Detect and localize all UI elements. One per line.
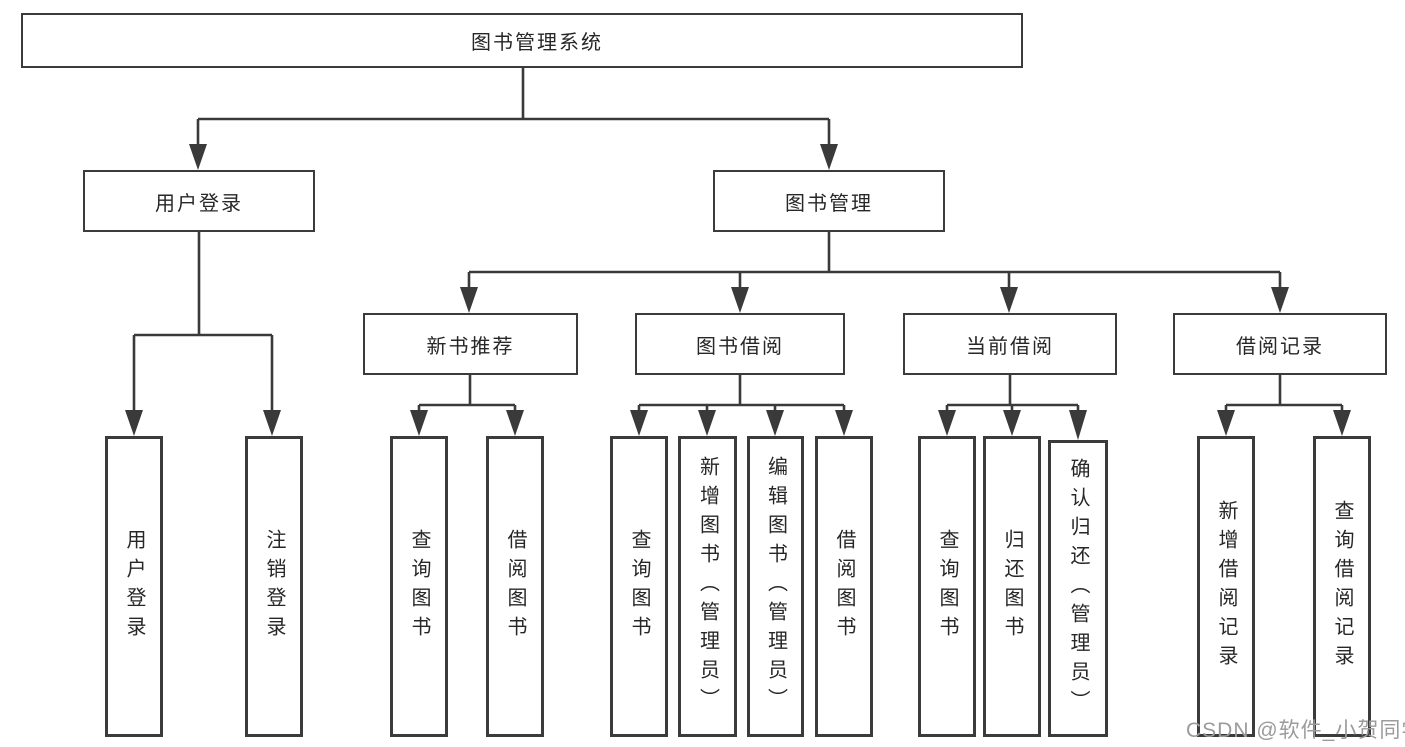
leaf-add-books-admin: 新增图书（管理员） xyxy=(678,436,737,737)
node-user-login: 用户登录 xyxy=(83,170,315,232)
leaf-query-books-recommend: 查询图书 xyxy=(390,436,448,737)
leaf-return-books: 归还图书 xyxy=(983,436,1041,737)
node-library-management-system: 图书管理系统 xyxy=(21,13,1023,68)
watermark-text: CSDN @软件_小贺同学 xyxy=(1186,719,1405,742)
leaf-add-borrow-record: 新增借阅记录 xyxy=(1197,436,1255,737)
leaf-borrow-books-borrowing: 借阅图书 xyxy=(815,436,873,737)
leaf-user-login: 用户登录 xyxy=(105,436,163,737)
leaf-logout-login: 注销登录 xyxy=(245,436,303,737)
leaf-confirm-return-admin: 确认归还（管理员） xyxy=(1048,440,1108,737)
node-borrowing-records: 借阅记录 xyxy=(1173,313,1387,375)
leaf-edit-books-admin: 编辑图书（管理员） xyxy=(747,436,804,737)
leaf-query-books-current: 查询图书 xyxy=(918,436,976,737)
leaf-query-borrow-record: 查询借阅记录 xyxy=(1313,436,1371,737)
node-current-borrowing: 当前借阅 xyxy=(903,313,1117,375)
node-book-borrowing: 图书借阅 xyxy=(635,313,845,375)
node-new-book-recommendation: 新书推荐 xyxy=(363,313,578,375)
node-book-management: 图书管理 xyxy=(713,170,945,232)
leaf-query-books-borrowing: 查询图书 xyxy=(610,436,668,737)
leaf-borrow-books-recommend: 借阅图书 xyxy=(486,436,544,737)
